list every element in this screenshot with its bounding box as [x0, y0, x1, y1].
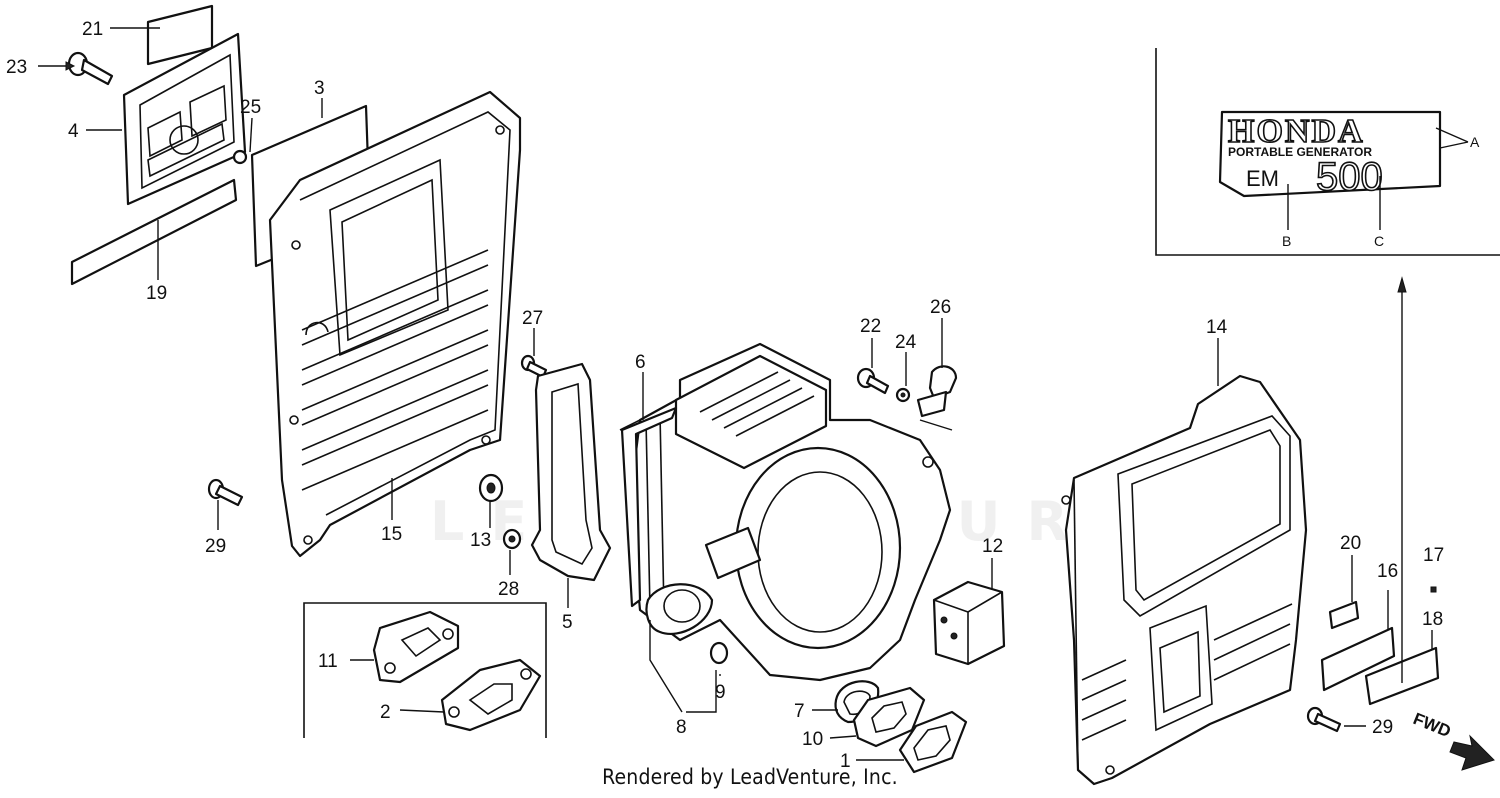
callout-3: 3 [314, 78, 325, 99]
emblem-model-number: 500 [1316, 155, 1383, 199]
part-11-gasket[interactable] [372, 610, 460, 684]
part-4-protector[interactable] [122, 32, 247, 206]
part-29-bolt-right[interactable] [1306, 706, 1342, 733]
callout-28: 28 [498, 579, 519, 600]
emblem-callout-b: B [1282, 233, 1291, 249]
emblem-model-prefix: EM [1246, 166, 1279, 191]
fwd-arrow: FWD [1411, 709, 1495, 771]
part-10-gasket[interactable] [852, 686, 926, 748]
fwd-label: FWD [1411, 709, 1454, 741]
callout-2: 2 [380, 702, 391, 723]
emblem-subtitle: PORTABLE GENERATOR [1228, 145, 1372, 159]
callout-18: 18 [1422, 609, 1443, 630]
callout-19: 19 [146, 283, 167, 304]
callout-11: 11 [318, 651, 338, 672]
part-22-bolt[interactable] [856, 367, 890, 395]
part-20-label[interactable] [1328, 600, 1360, 630]
part-1-gasket[interactable] [898, 710, 968, 774]
part-5-gasket[interactable] [530, 362, 612, 582]
inset-frame [303, 602, 547, 738]
callout-21: 21 [82, 19, 103, 40]
callout-9: 9 [715, 682, 726, 703]
callout-23: 23 [6, 57, 27, 78]
callout-7: 7 [794, 701, 805, 722]
part-24-washer[interactable] [895, 387, 911, 403]
footer-credit: Rendered by LeadVenture, Inc. [602, 765, 898, 789]
part-28-nut[interactable] [502, 528, 522, 550]
part-8-fan-cover[interactable] [619, 342, 952, 682]
callout-25: 25 [240, 97, 261, 118]
part-14-side-cover[interactable] [1061, 374, 1308, 786]
callout-12: 12 [982, 536, 1003, 557]
callout-10: 10 [802, 729, 823, 750]
callout-labels: 21 23 4 3 25 19 15 29 27 13 28 5 6 8 9 2… [6, 19, 1480, 772]
callout-4: 4 [68, 121, 79, 142]
callout-16: 16 [1377, 561, 1398, 582]
callout-14: 14 [1206, 317, 1228, 338]
callout-15: 15 [381, 524, 402, 545]
emblem-brand: HONDA [1228, 113, 1365, 150]
callout-27: 27 [522, 308, 543, 329]
emblem-inset-frame [1155, 48, 1500, 256]
callout-1: 1 [840, 751, 851, 772]
callout-20: 20 [1340, 533, 1361, 554]
part-27-screw[interactable] [520, 354, 548, 379]
part-25-nut[interactable] [232, 149, 248, 165]
callout-13: 13 [470, 530, 491, 551]
callout-24: 24 [895, 332, 917, 353]
part-6-gasket[interactable] [620, 406, 678, 608]
part-12-module[interactable] [932, 580, 1006, 666]
emblem-arrow [1397, 276, 1407, 683]
callout-5: 5 [562, 612, 573, 633]
part-26-clamp[interactable] [916, 365, 958, 418]
honda-emblem[interactable]: HONDA PORTABLE GENERATOR EM 500 [1218, 110, 1442, 200]
part-17-mark[interactable] [1430, 586, 1437, 593]
part-19-label[interactable] [70, 178, 238, 286]
leader-lines [38, 27, 1469, 761]
callout-6: 6 [635, 352, 646, 373]
callout-29-right: 29 [1372, 717, 1393, 738]
part-23-bolt[interactable] [67, 51, 114, 86]
part-2-gasket[interactable] [440, 658, 542, 732]
callout-26: 26 [930, 297, 951, 318]
emblem-callout-a: A [1470, 134, 1480, 150]
part-13-collar[interactable] [478, 473, 504, 503]
emblem-callout-c: C [1374, 233, 1384, 249]
part-16-label[interactable] [1320, 626, 1396, 692]
callout-22: 22 [860, 316, 881, 337]
callout-8: 8 [676, 717, 687, 738]
callout-29-left: 29 [205, 536, 226, 557]
part-29-bolt-left[interactable] [207, 478, 244, 507]
part-9-collar[interactable] [709, 641, 729, 665]
callout-17: 17 [1423, 545, 1444, 566]
part-15-rear-cover[interactable] [268, 90, 522, 558]
